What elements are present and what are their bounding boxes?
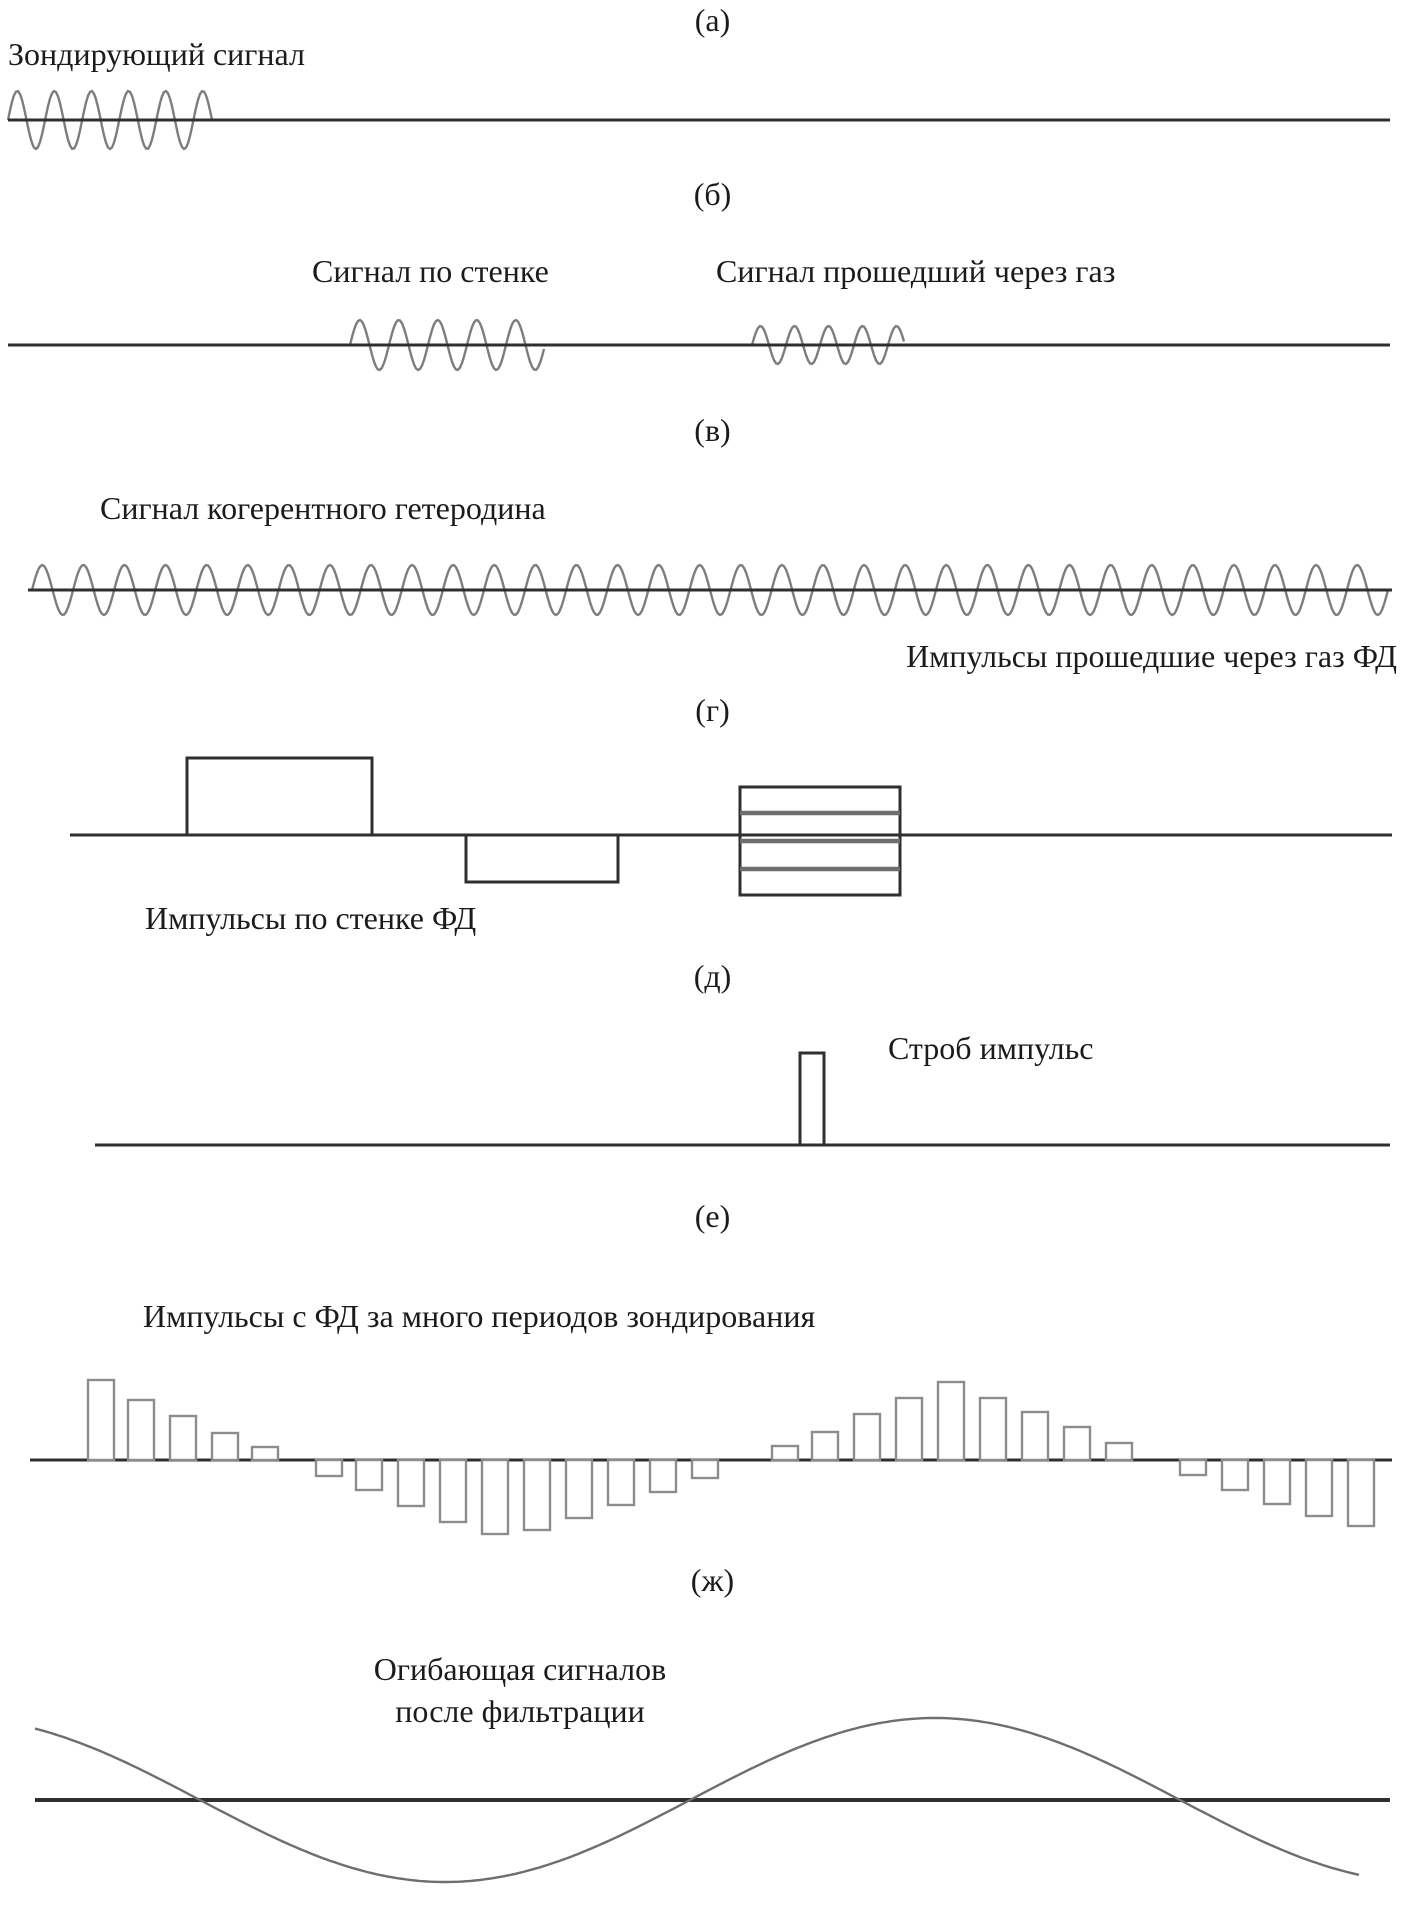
pd-pulses-many-periods-label: Импульсы с ФД за много периодов зондиров… <box>143 1298 816 1334</box>
panel-letter-g: (г) <box>695 692 730 728</box>
waveform-pd-pulses-many-periods <box>30 1378 1392 1536</box>
panel-letter-d: (д) <box>693 958 732 994</box>
probing-signal-label: Зондирующий сигнал <box>8 36 305 72</box>
wall-pulses-pd-label: Импульсы по стенке ФД <box>145 900 477 936</box>
envelope-label-line2: после фильтрации <box>395 1693 645 1729</box>
panel-letter-zh: (ж) <box>690 1562 735 1598</box>
envelope-label-line1: Огибающая сигналов <box>373 1651 667 1687</box>
waveform-filtered-envelope <box>34 1716 1390 1884</box>
waveform-heterodyne-signal <box>28 563 1392 617</box>
envelope-label: Огибающая сигналов после фильтрации <box>280 1648 760 1732</box>
strobe-pulse-label: Строб импульс <box>888 1030 1094 1066</box>
panel-letter-e: (е) <box>694 1198 731 1234</box>
gas-signal-label: Сигнал прошедший через газ <box>716 253 1116 289</box>
panel-letter-b: (б) <box>693 176 732 212</box>
panel-letter-a: (а) <box>694 2 731 38</box>
waveform-wall-and-gas-signals <box>8 318 1390 372</box>
gas-pulses-pd-label: Импульсы прошедшие через газ ФД <box>906 638 1397 674</box>
panel-letter-v: (в) <box>694 412 731 448</box>
waveform-strobe-pulse <box>95 1051 1390 1147</box>
waveform-pd-pulses <box>70 756 1392 897</box>
wall-signal-label: Сигнал по стенке <box>312 253 549 289</box>
heterodyne-signal-label: Сигнал когерентного гетеродина <box>100 490 546 526</box>
waveform-probing-signal <box>6 89 1390 151</box>
